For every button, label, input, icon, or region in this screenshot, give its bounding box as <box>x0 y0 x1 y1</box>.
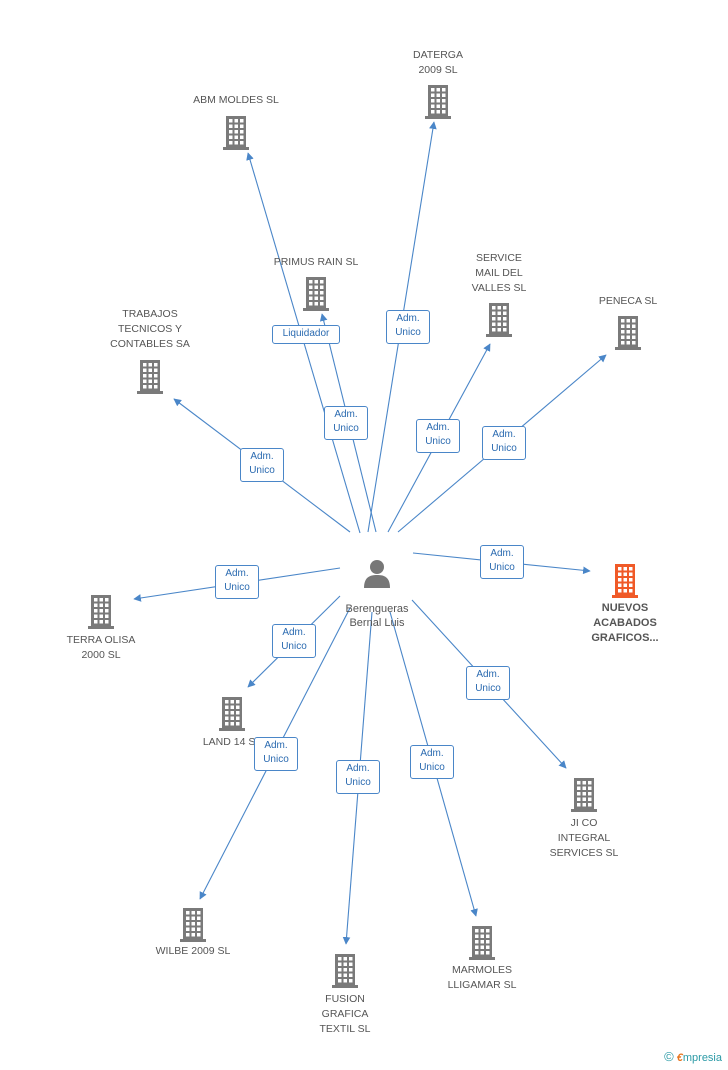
company-node-fus[interactable]: FUSION GRAFICA TEXTIL SL <box>295 954 395 1037</box>
edge-label-dat: Adm. Unico <box>386 310 430 344</box>
person-icon <box>364 560 390 588</box>
building-icon <box>469 926 495 960</box>
company-node-pri[interactable]: PRIMUS RAIN SL <box>261 255 371 270</box>
edge-label-lan: Adm. Unico <box>272 624 316 658</box>
company-node-pen[interactable]: PENECA SL <box>583 294 673 309</box>
building-icon <box>303 277 329 311</box>
company-node-dat[interactable]: DATERGA 2009 SL <box>393 48 483 78</box>
building-icon <box>223 116 249 150</box>
building-icon <box>180 908 206 942</box>
building-icon <box>332 954 358 988</box>
edge-label-wil: Adm. Unico <box>254 737 298 771</box>
building-icon <box>571 778 597 812</box>
building-icon <box>425 85 451 119</box>
company-icon-dat[interactable] <box>424 85 452 119</box>
edge-label-ter: Adm. Unico <box>215 565 259 599</box>
building-icon <box>615 316 641 350</box>
company-label: NUEVOS ACABADOS GRAFICOS... <box>591 602 659 644</box>
edge-label-pri: Adm. Unico <box>324 406 368 440</box>
edge-label-pen: Adm. Unico <box>482 426 526 460</box>
company-node-ter[interactable]: TERRA OLISA 2000 SL <box>51 595 151 663</box>
building-icon <box>137 360 163 394</box>
copyright-symbol: © <box>664 1049 674 1064</box>
edge-label-fus: Adm. Unico <box>336 760 380 794</box>
edge-label-jic: Adm. Unico <box>466 666 510 700</box>
company-label: MARMOLES LLIGAMAR SL <box>447 964 517 991</box>
company-icon-svc[interactable] <box>485 303 513 337</box>
footer-brand: ©€mpresia <box>664 1049 722 1064</box>
company-label: DATERGA 2009 SL <box>413 49 463 76</box>
building-icon <box>219 697 245 731</box>
building-icon <box>486 303 512 337</box>
focus-building-icon <box>612 564 638 598</box>
company-label: PENECA SL <box>598 295 658 307</box>
company-node-wil[interactable]: WILBE 2009 SL <box>138 908 248 959</box>
person-label: Berengueras Bernal Luis <box>345 603 409 629</box>
company-node-svc[interactable]: SERVICE MAIL DEL VALLES SL <box>454 251 544 296</box>
company-node-abm[interactable]: ABM MOLDES SL <box>181 93 291 108</box>
company-label: ABM MOLDES SL <box>193 94 279 106</box>
edge-label-nue: Adm. Unico <box>480 545 524 579</box>
edge-label-svc: Adm. Unico <box>416 419 460 453</box>
edge-label-mar: Adm. Unico <box>410 745 454 779</box>
company-label: TERRA OLISA 2000 SL <box>66 634 136 661</box>
brand-name: mpresia <box>682 1052 722 1064</box>
company-node-tra[interactable]: TRABAJOS TECNICOS Y CONTABLES SA <box>95 307 205 352</box>
company-icon-pri[interactable] <box>302 277 330 311</box>
edge-label-tra: Adm. Unico <box>240 448 284 482</box>
brand-logo-e: € <box>676 1052 683 1064</box>
company-node-mar[interactable]: MARMOLES LLIGAMAR SL <box>432 926 532 993</box>
company-icon-pen[interactable] <box>614 316 642 350</box>
company-icon-abm[interactable] <box>222 116 250 150</box>
company-label: SERVICE MAIL DEL VALLES SL <box>471 252 527 294</box>
company-icon-tra[interactable] <box>136 360 164 394</box>
company-node-jic[interactable]: JI CO INTEGRAL SERVICES SL <box>534 778 634 861</box>
company-node-nue[interactable]: NUEVOS ACABADOS GRAFICOS... <box>575 564 675 646</box>
company-label: JI CO INTEGRAL SERVICES SL <box>549 817 619 859</box>
person-node[interactable]: Berengueras Bernal Luis <box>322 544 432 630</box>
company-label: PRIMUS RAIN SL <box>273 256 359 268</box>
company-label: TRABAJOS TECNICOS Y CONTABLES SA <box>110 308 190 350</box>
company-label: WILBE 2009 SL <box>155 945 231 957</box>
company-label: FUSION GRAFICA TEXTIL SL <box>319 993 371 1035</box>
building-icon <box>88 595 114 629</box>
edge-label-abm: Liquidador <box>272 325 340 344</box>
